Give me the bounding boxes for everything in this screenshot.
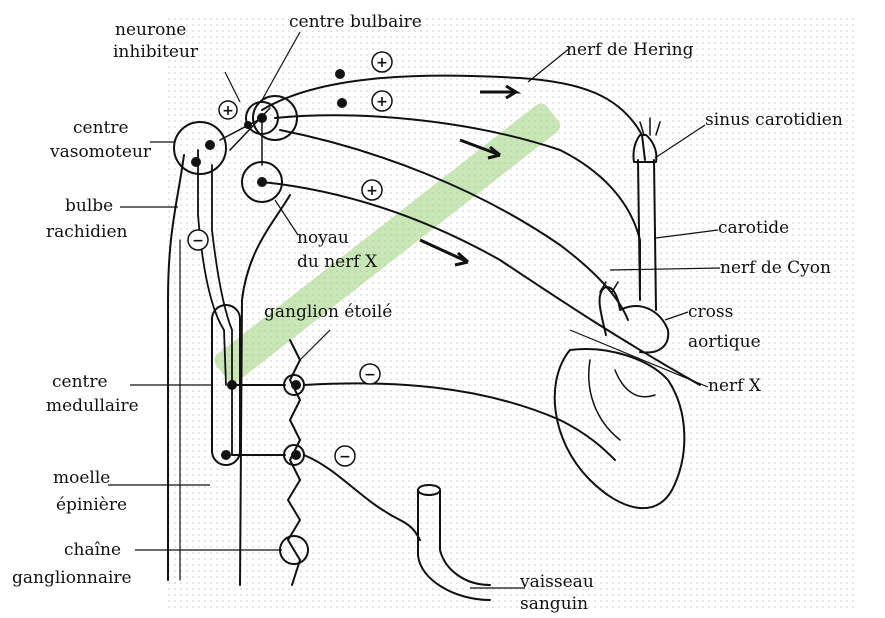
minus-text-1: − bbox=[192, 233, 204, 249]
label-centre-bulbaire: centre bulbaire bbox=[289, 12, 422, 32]
label-centre-medullaire-2: medullaire bbox=[46, 396, 139, 416]
label-ganglion-etoile: ganglion étoilé bbox=[264, 302, 392, 322]
label-neurone-inhibiteur-2: inhibiteur bbox=[113, 42, 198, 62]
label-moelle-1: moelle bbox=[53, 468, 110, 488]
plus-text-3: + bbox=[222, 103, 234, 119]
label-nerf-de-cyon: nerf de Cyon bbox=[720, 258, 831, 278]
label-carotide: carotide bbox=[718, 218, 789, 238]
minus-text-3: − bbox=[339, 449, 351, 465]
label-chaine-2: ganglionnaire bbox=[12, 568, 132, 588]
minus-text-2: − bbox=[364, 367, 376, 383]
label-bulbe-rachidien-1: bulbe bbox=[65, 196, 113, 216]
label-centre-medullaire-1: centre bbox=[52, 372, 108, 392]
label-neurone-inhibiteur-1: neurone bbox=[115, 20, 186, 40]
label-nerf-x: nerf X bbox=[708, 376, 761, 396]
label-noyau-1: noyau bbox=[297, 228, 349, 248]
plus-text-4: + bbox=[366, 183, 378, 199]
label-chaine-1: chaîne bbox=[64, 540, 121, 560]
label-nerf-de-hering: nerf de Hering bbox=[566, 40, 693, 60]
label-bulbe-rachidien-2: rachidien bbox=[46, 222, 128, 242]
label-centre-vasomoteur-2: vasomoteur bbox=[50, 142, 151, 162]
label-sinus-carotidien: sinus carotidien bbox=[705, 110, 843, 130]
plus-text-1: + bbox=[376, 55, 388, 71]
label-moelle-2: épinière bbox=[56, 495, 127, 515]
plus-text-2: + bbox=[376, 94, 388, 110]
label-vaisseau-2: sanguin bbox=[520, 594, 588, 614]
label-vaisseau-1: vaisseau bbox=[520, 572, 594, 592]
label-cross-2: aortique bbox=[688, 332, 761, 352]
label-noyau-2: du nerf X bbox=[297, 252, 377, 272]
label-centre-vasomoteur-1: centre bbox=[73, 118, 129, 138]
label-cross-1: cross bbox=[688, 302, 733, 322]
